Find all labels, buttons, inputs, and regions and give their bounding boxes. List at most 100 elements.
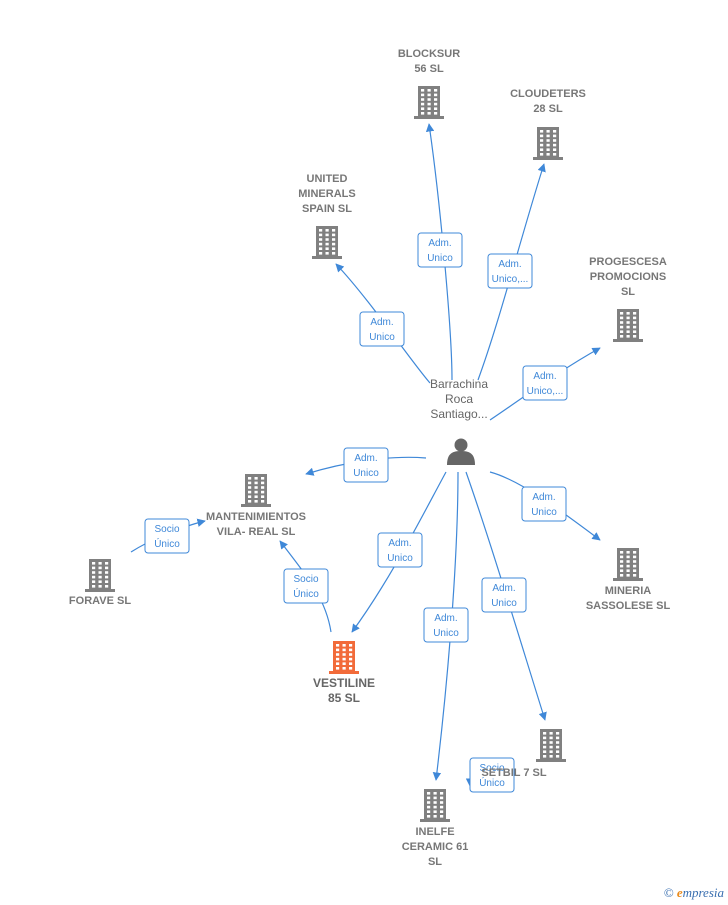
edge-label-text: Unico,... — [527, 386, 564, 397]
edge-label-text: Adm. — [370, 317, 393, 328]
building-icon — [312, 226, 342, 259]
edge-label-box — [481, 577, 527, 613]
building-icon — [533, 127, 563, 160]
company-node-mantenimientos[interactable]: MANTENIMIENTOS VILA- REAL SL — [206, 474, 306, 538]
building-icon — [613, 309, 643, 342]
edge-labels-layer: Adm.UnicoAdm.Unico,...Adm.UnicoAdm.Unico… — [144, 232, 568, 793]
brand-logo: ©empresia — [664, 885, 724, 901]
edge-label-text: Socio — [154, 524, 179, 535]
company-label-line: BLOCKSUR — [398, 48, 460, 60]
edge-label-box — [423, 607, 469, 643]
edge-label-text: Unico — [491, 598, 517, 609]
edge-label-text: Unico — [353, 468, 379, 479]
edge-label-person-to-vestiline[interactable]: Adm. Unico — [377, 532, 423, 568]
company-node-forave[interactable]: FORAVE SL — [69, 559, 131, 607]
company-label-line: SPAIN SL — [302, 203, 352, 215]
company-label-line: UNITED — [307, 173, 348, 185]
edge-label-person-to-cloudeters[interactable]: Adm. Unico,... — [487, 253, 533, 289]
edge-label-person-to-setbil[interactable]: Adm. Unico — [481, 577, 527, 613]
edge-label-box — [359, 311, 405, 347]
company-label-line: 85 SL — [328, 691, 360, 705]
edge-label-box — [343, 447, 389, 483]
company-label-line: SASSOLESE SL — [586, 600, 671, 612]
person-label-line: Roca — [445, 392, 473, 406]
company-label-line: MINERIA — [605, 585, 652, 597]
edge-label-text: Unico — [387, 553, 413, 564]
edge-label-text: Unico — [369, 332, 395, 343]
brand-name: mpresia — [682, 885, 724, 900]
edge-label-text: Unico,... — [492, 274, 529, 285]
copyright-icon: © — [663, 885, 674, 900]
edge-label-person-to-mantenimientos[interactable]: Adm. Unico — [343, 447, 389, 483]
edge-label-text: Adm. — [532, 492, 555, 503]
edge-label-text: Unico — [433, 628, 459, 639]
company-label-line: FORAVE SL — [69, 595, 131, 607]
company-label-line: VILA- REAL SL — [217, 526, 296, 538]
edge-label-box — [283, 568, 329, 604]
company-node-progescesa[interactable]: PROGESCESA PROMOCIONS SL — [589, 256, 667, 342]
building-icon — [613, 548, 643, 581]
company-label-line: 28 SL — [533, 103, 563, 115]
person-label-line: Santiago... — [430, 407, 487, 421]
company-node-inelfe[interactable]: INELFE CERAMIC 61 SL — [402, 789, 469, 868]
person-icon — [447, 438, 475, 465]
company-label-line: MINERALS — [298, 188, 355, 200]
edge-label-text: Único — [154, 537, 180, 550]
edge-label-text: Adm. — [498, 259, 521, 270]
company-node-united[interactable]: UNITED MINERALS SPAIN SL — [298, 173, 356, 259]
building-icon — [414, 86, 444, 119]
edge-label-text: Unico — [427, 253, 453, 264]
edge-label-box — [522, 365, 568, 401]
company-label-line: MANTENIMIENTOS — [206, 511, 306, 523]
company-node-cloudeters[interactable]: CLOUDETERS 28 SL — [510, 88, 586, 160]
building-icon — [536, 729, 566, 762]
edge-label-text: Adm. — [434, 613, 457, 624]
edge-label-person-to-united[interactable]: Adm. Unico — [359, 311, 405, 347]
company-node-mineria[interactable]: MINERIA SASSOLESE SL — [586, 548, 671, 612]
edge-label-text: Unico — [531, 507, 557, 518]
company-label-line: PROGESCESA — [589, 256, 667, 268]
company-node-setbil[interactable]: SETBIL 7 SL — [481, 729, 566, 779]
edge-label-person-to-mineria[interactable]: Adm. Unico — [521, 486, 567, 522]
edge-label-text: Socio — [479, 763, 504, 774]
edge-label-box — [469, 757, 515, 793]
edge-label-person-to-progescesa[interactable]: Adm. Unico,... — [522, 365, 568, 401]
company-label-line: CLOUDETERS — [510, 88, 586, 100]
building-icon — [85, 559, 115, 592]
person-label-line: Barrachina — [430, 377, 488, 391]
edge-label-text: Socio — [293, 574, 318, 585]
company-label-line: SETBIL 7 SL — [481, 767, 546, 779]
company-label-line: VESTILINE — [313, 676, 375, 690]
edge-label-box — [487, 253, 533, 289]
edge-label-text: Adm. — [388, 538, 411, 549]
edge-label-text: Adm. — [354, 453, 377, 464]
company-label-line: SL — [428, 856, 442, 868]
edge-label-text: Adm. — [533, 371, 556, 382]
edge-label-person-to-inelfe[interactable]: Adm. Unico — [423, 607, 469, 643]
edge-label-box — [377, 532, 423, 568]
company-node-blocksur[interactable]: BLOCKSUR 56 SL — [398, 48, 460, 119]
company-label-line: SL — [621, 286, 635, 298]
building-icon — [241, 474, 271, 507]
company-label-line: 56 SL — [414, 63, 444, 75]
company-label-line: INELFE — [415, 826, 454, 838]
edge-label-text: Único — [293, 587, 319, 600]
company-label-line: PROMOCIONS — [590, 271, 666, 283]
building-icon — [329, 641, 359, 674]
brand-first-letter: e — [676, 885, 683, 900]
edge-label-text: Adm. — [428, 238, 451, 249]
building-icon — [420, 789, 450, 822]
company-label-line: CERAMIC 61 — [402, 841, 469, 853]
edge-label-box — [144, 518, 190, 554]
edge-label-box — [417, 232, 463, 268]
person-node[interactable]: BarrachinaRocaSantiago... — [430, 377, 488, 465]
edge-label-person-to-blocksur[interactable]: Adm. Unico — [417, 232, 463, 268]
edge-label-box — [521, 486, 567, 522]
edge-label-text: Adm. — [492, 583, 515, 594]
